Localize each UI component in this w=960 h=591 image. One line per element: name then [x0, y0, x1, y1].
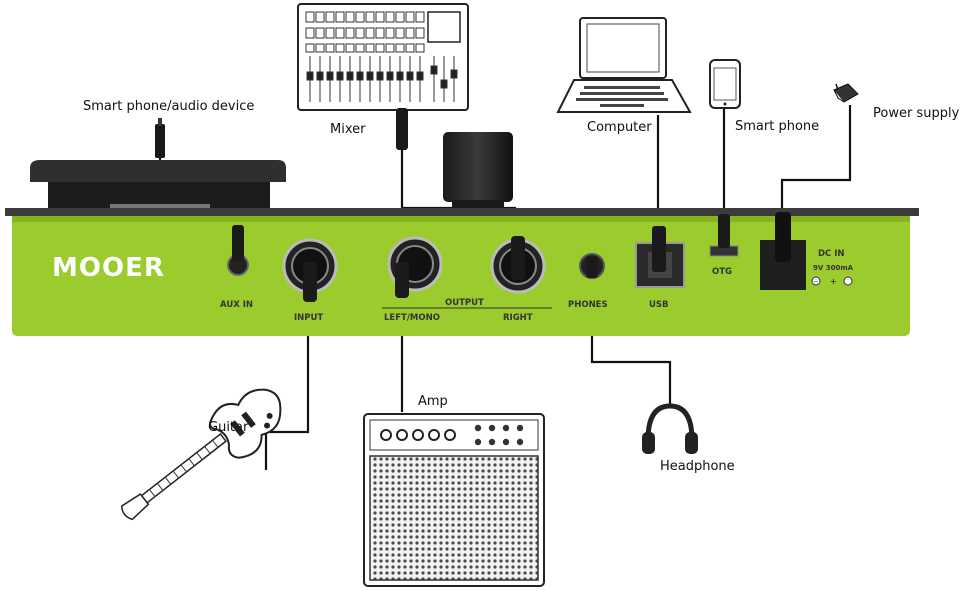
phones-jack[interactable] [579, 253, 605, 279]
amp-label: Amp [418, 394, 448, 409]
cable-plug-icon [396, 108, 408, 150]
smartphone-icon [709, 59, 741, 109]
output-left-jack[interactable] [387, 236, 443, 298]
dc-in-port[interactable] [760, 212, 806, 290]
dc-spec-label: 9V 300mA [813, 264, 854, 272]
output-right-jack[interactable] [490, 236, 546, 294]
guitar-icon [121, 388, 282, 521]
svg-text:−: − [813, 278, 819, 286]
headphone-label: Headphone [660, 459, 735, 474]
laptop-icon [556, 17, 692, 113]
mixer-label: Mixer [330, 122, 366, 137]
smartphone-audio-label: Smart phone/audio device [83, 99, 254, 114]
left-mono-label: LEFT/MONO [384, 313, 440, 323]
pedal-top [5, 160, 919, 216]
otg-label: OTG [712, 267, 732, 277]
svg-text:+: + [830, 277, 837, 286]
cable-guitar [264, 285, 310, 470]
power-supply-label: Power supply [873, 106, 960, 121]
polarity-icon: − + [811, 276, 853, 286]
cable-power [780, 105, 852, 215]
amp-icon [363, 413, 545, 587]
cable-plug-icon [155, 124, 165, 158]
phones-label: PHONES [568, 300, 608, 310]
expression-knob [443, 132, 513, 208]
aux-in-label: AUX IN [220, 300, 253, 310]
brand-logo: MOOER [52, 253, 165, 283]
otg-port[interactable] [709, 214, 739, 257]
input-jack[interactable] [282, 238, 338, 302]
aux-in-jack[interactable] [227, 225, 249, 276]
output-label: OUTPUT [445, 298, 484, 308]
usb-port[interactable] [635, 226, 685, 288]
right-label: RIGHT [503, 313, 533, 323]
smartphone-label: Smart phone [735, 119, 819, 134]
mixer-icon [297, 3, 469, 111]
plug-tip [158, 118, 162, 126]
usb-label: USB [649, 300, 669, 310]
headphone-icon [642, 403, 698, 454]
guitar-label: Guitar [208, 420, 249, 435]
power-adapter-icon [833, 83, 859, 103]
computer-label: Computer [587, 120, 652, 135]
dc-in-label: DC IN [818, 249, 845, 259]
input-label: INPUT [294, 313, 323, 323]
